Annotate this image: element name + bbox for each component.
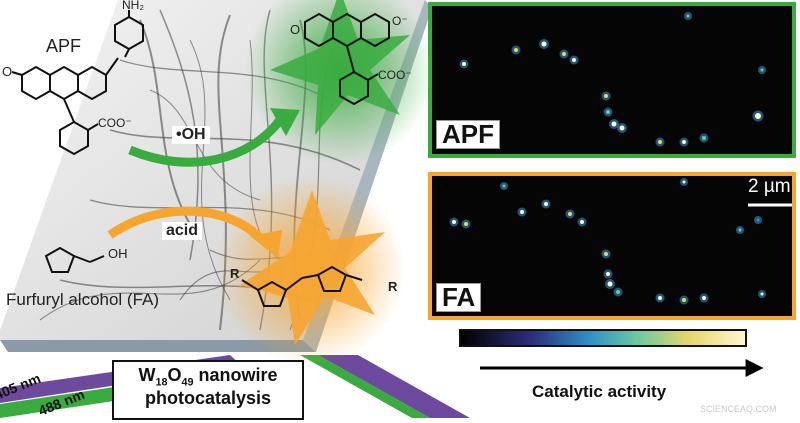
spot-core: [462, 62, 466, 66]
spot-core: [520, 210, 524, 214]
spot-core: [616, 290, 620, 294]
oh-arrow: [128, 117, 284, 167]
spot-core: [514, 48, 518, 52]
spot-core: [606, 272, 610, 276]
spot-core: [760, 68, 764, 72]
spot-core: [541, 41, 547, 47]
spot-core: [572, 58, 576, 62]
laser-right-green: [300, 355, 430, 418]
apf-coo-label: COO⁻: [98, 116, 132, 130]
formula-sub-18: 18: [155, 376, 168, 389]
spot-core: [607, 281, 613, 287]
spot-core: [619, 125, 625, 131]
oh-label: •OH: [172, 126, 210, 144]
watermark: SCIENCEAQ.COM: [700, 404, 777, 414]
spot-core: [464, 222, 468, 226]
apf-structure: [11, 10, 144, 156]
apf-o-label: O: [2, 64, 13, 79]
r-left-label: R: [230, 266, 240, 281]
acid-arrow: [107, 206, 266, 244]
polymer-structure: [241, 265, 363, 307]
spot-core: [702, 136, 706, 140]
activity-color-bar: [459, 329, 747, 347]
scale-bar-label: 2 µm: [748, 176, 791, 197]
spot-core: [562, 52, 566, 56]
formula-nanowire: nanowire: [193, 365, 278, 385]
fl-ominus-label: O⁻: [392, 14, 408, 28]
spot-core: [738, 228, 742, 232]
nanowire-title-box: W18O49 nanowire photocatalysis: [112, 360, 304, 420]
spot-core: [682, 180, 686, 184]
spot-core: [755, 113, 761, 119]
formula-w: W: [138, 365, 156, 385]
formula-o: O: [167, 365, 182, 385]
spot-core: [568, 212, 572, 216]
formula-sub-49: 49: [181, 376, 194, 389]
acid-label: acid: [162, 222, 203, 240]
spot-core: [452, 220, 456, 224]
spot-core: [604, 252, 608, 256]
fa-spots: [449, 178, 766, 305]
spot-core: [756, 218, 760, 222]
fa-oh-label: OH: [108, 246, 128, 261]
spot-core: [686, 14, 690, 18]
fa-panel-image: [432, 176, 792, 316]
apf-panel-tag: APF: [436, 120, 500, 150]
spot-core: [658, 140, 662, 144]
fa-structure: [44, 246, 105, 273]
spot-core: [682, 140, 686, 144]
substrate-edge: [0, 340, 316, 352]
spot-core: [682, 298, 686, 302]
spot-core: [611, 121, 617, 127]
spot-core: [606, 110, 610, 114]
green-star: [270, 0, 410, 135]
laser-right-violet: [318, 355, 470, 418]
nanowire-title-line2: photocatalysis: [144, 387, 272, 408]
fl-o-label: O: [290, 22, 301, 37]
activity-label: Catalytic activity: [532, 382, 667, 401]
fluorescein-structure: [304, 12, 390, 106]
spot-core: [604, 94, 608, 98]
fl-coo-label: COO⁻: [378, 68, 412, 82]
spot-core: [760, 292, 764, 296]
fa-label: Furfuryl alcohol (FA): [6, 290, 160, 309]
apf-label: APF: [46, 36, 82, 56]
nanowire-title-line1: W18O49 nanowire: [114, 366, 302, 389]
spot-core: [544, 202, 548, 206]
spot-core: [580, 220, 584, 224]
spot-core: [658, 296, 662, 300]
r-right-label: R: [388, 279, 398, 294]
orange-star: [240, 190, 385, 345]
fa-panel-tag: FA: [436, 283, 482, 313]
spot-core: [502, 184, 506, 188]
spot-core: [702, 296, 706, 300]
nh2-label: NH₂: [122, 0, 144, 12]
oh-arrow-head: [270, 108, 300, 136]
acid-arrow-head: [250, 230, 282, 258]
